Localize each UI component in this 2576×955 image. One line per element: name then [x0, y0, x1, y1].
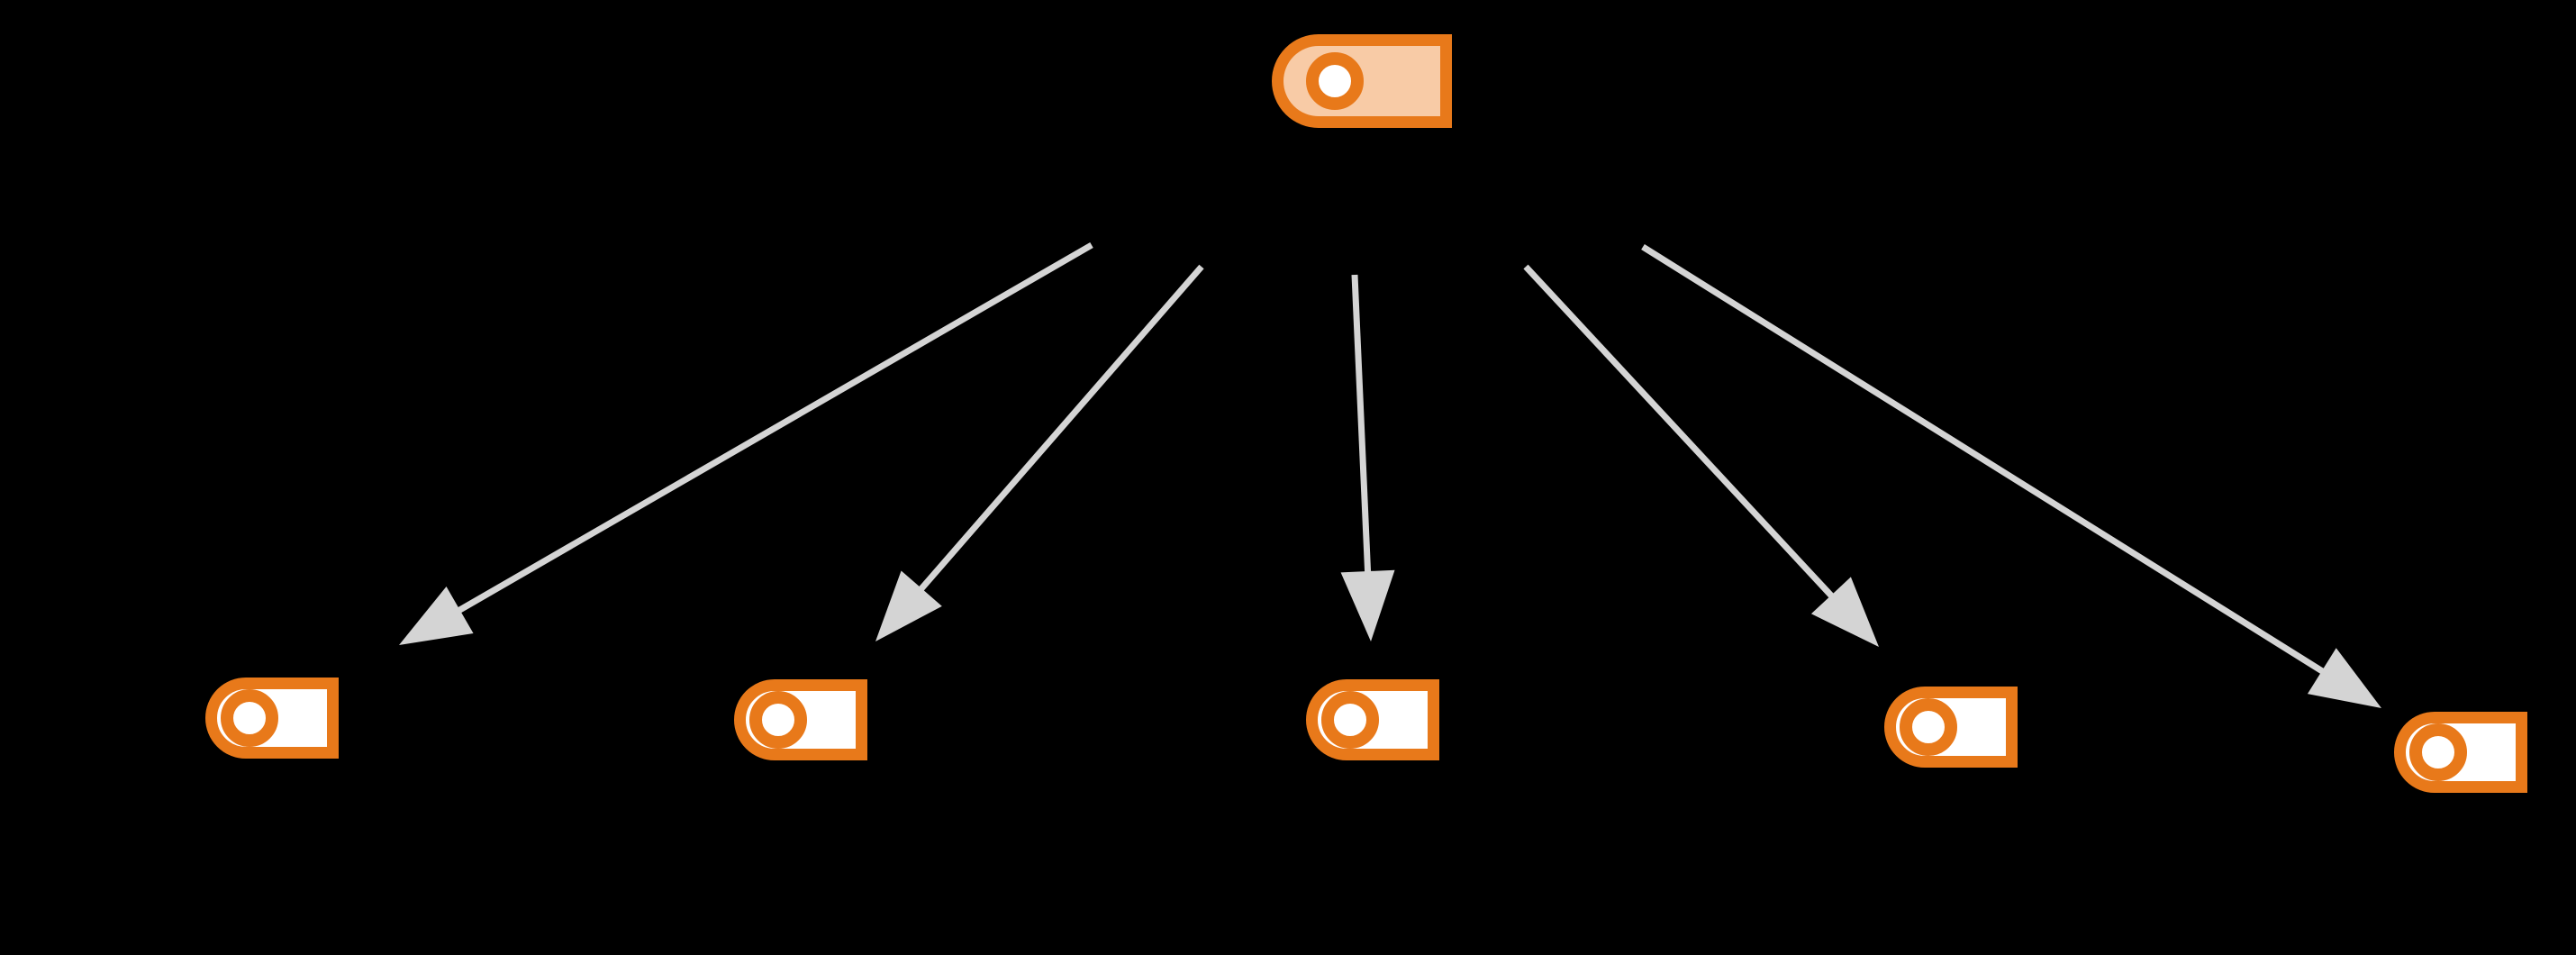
node-leaf-4[interactable]: [1884, 687, 2018, 768]
edge-root-leaf-1[interactable]: [399, 241, 1093, 645]
node-port-icon[interactable]: [2409, 723, 2467, 781]
edge-line[interactable]: [1641, 244, 2335, 681]
arrowhead-icon: [399, 587, 474, 645]
node-port-icon[interactable]: [1900, 698, 1957, 756]
arrowhead-icon: [1340, 569, 1395, 641]
node-leaf-2[interactable]: [734, 679, 867, 760]
edge-line[interactable]: [1351, 274, 1372, 585]
nodes-layer: [205, 34, 2527, 793]
node-port-icon[interactable]: [1306, 52, 1364, 110]
edge-line[interactable]: [911, 264, 1204, 601]
node-leaf-5[interactable]: [2394, 712, 2527, 793]
node-leaf-3[interactable]: [1306, 679, 1439, 760]
node-port-icon[interactable]: [749, 691, 807, 749]
arrowhead-icon: [875, 570, 942, 641]
node-root[interactable]: [1272, 34, 1452, 128]
arrowhead-icon: [1810, 577, 1879, 647]
edge-root-leaf-4[interactable]: [1523, 264, 1879, 647]
node-port-icon[interactable]: [1321, 691, 1379, 749]
node-leaf-1[interactable]: [205, 678, 339, 759]
arrowhead-icon: [2307, 648, 2381, 708]
edge-root-leaf-5[interactable]: [1641, 244, 2381, 708]
edge-line[interactable]: [1523, 264, 1843, 607]
edge-root-leaf-2[interactable]: [875, 264, 1204, 641]
edges-layer: [399, 241, 2381, 708]
node-port-icon[interactable]: [221, 689, 278, 747]
edge-root-leaf-3[interactable]: [1340, 274, 1395, 641]
edge-line[interactable]: [447, 241, 1093, 620]
